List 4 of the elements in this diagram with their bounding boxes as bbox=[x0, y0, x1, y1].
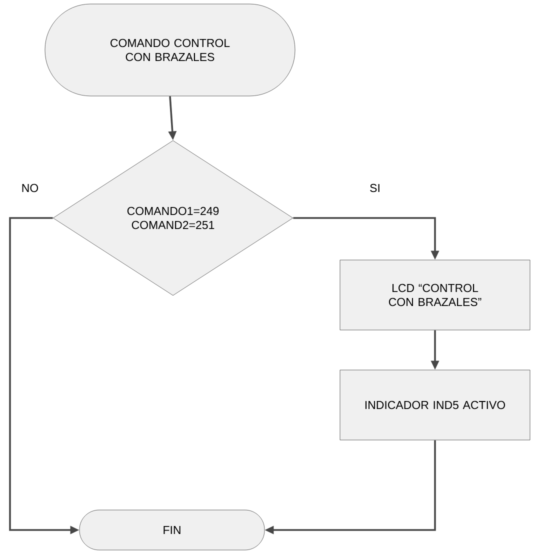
edge-label: SI bbox=[368, 182, 382, 194]
process-box: LCD “CONTROL CON BRAZALES” bbox=[340, 260, 530, 330]
edge-label: NO bbox=[20, 182, 40, 194]
process-box: INDICADOR IND5 ACTIVO bbox=[340, 370, 530, 440]
